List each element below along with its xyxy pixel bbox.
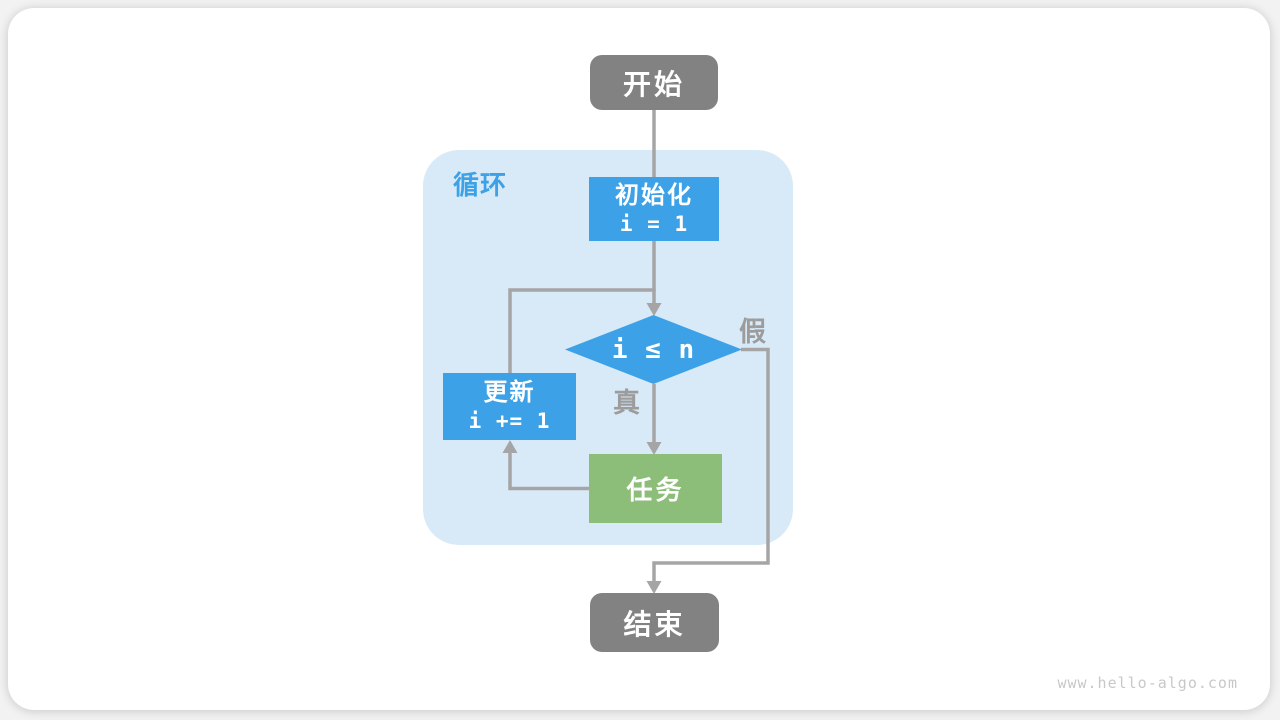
update-node: 更新 i += 1: [443, 373, 576, 440]
edge-update-feedback: [508, 288, 656, 374]
start-node-label: 开始: [622, 68, 685, 100]
update-node-title: 更新: [483, 379, 536, 407]
watermark: www.hello-algo.com: [1057, 674, 1238, 692]
condition-diamond: [565, 315, 742, 384]
edge-label-false: 假: [739, 317, 766, 347]
arrowhead-into-condition: [646, 303, 662, 316]
init-node-code: i = 1: [619, 211, 689, 236]
end-node-label: 结束: [623, 608, 686, 640]
edge-label-true: 真: [613, 388, 640, 418]
arrowhead-into-update: [502, 440, 518, 453]
edge-task-to-update: [508, 452, 590, 491]
arrowhead-into-end: [646, 581, 662, 594]
condition-label: i ≤ n: [611, 335, 696, 365]
end-node: 结束: [590, 593, 719, 652]
update-node-code: i += 1: [468, 409, 551, 434]
start-node: 开始: [590, 55, 718, 110]
init-node-title: 初始化: [615, 181, 693, 209]
loop-group-label: 循环: [453, 170, 508, 200]
edge-condition-false-to-end: [652, 347, 770, 583]
task-node-label: 任务: [626, 475, 685, 505]
task-node: 任务: [589, 454, 722, 523]
arrowhead-into-task: [646, 442, 662, 455]
init-node: 初始化 i = 1: [589, 177, 719, 241]
